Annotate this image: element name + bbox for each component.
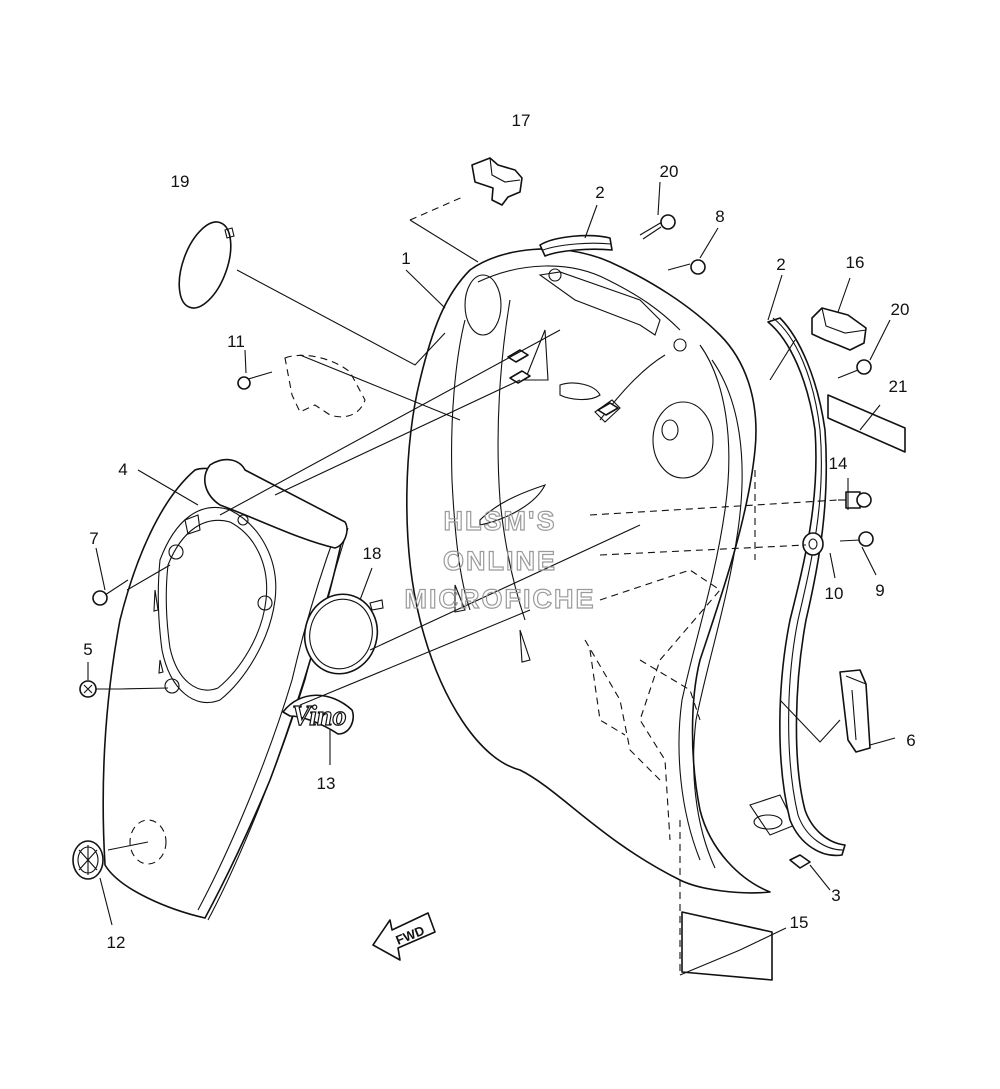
callout-7: 7 xyxy=(89,529,98,548)
emblem-part-12 xyxy=(72,840,104,880)
callout-1: 1 xyxy=(401,249,410,268)
seal-strip-part xyxy=(767,317,846,857)
watermark: HLSM'S ONLINE MICROFICHE xyxy=(404,505,596,614)
lens-ring-part-18 xyxy=(303,593,384,675)
callout-20-right: 20 xyxy=(891,300,910,319)
callout-2-right: 2 xyxy=(776,255,785,274)
screw-part-7 xyxy=(92,579,129,606)
callout-12: 12 xyxy=(107,933,126,952)
screw-part-9 xyxy=(839,531,874,547)
front-cover-panel-part xyxy=(102,458,349,921)
callout-20-upper: 20 xyxy=(660,162,679,181)
forward-direction-arrow: FWD xyxy=(372,912,436,961)
callout-4: 4 xyxy=(118,460,127,479)
upper-seal-part xyxy=(539,234,613,257)
leader-lines xyxy=(87,181,896,976)
bracket-part-17 xyxy=(471,157,523,206)
callout-8: 8 xyxy=(715,207,724,226)
watermark-line-1: HLSM'S xyxy=(444,506,557,536)
bolt-part-14 xyxy=(838,491,872,509)
label-part-15 xyxy=(681,911,773,981)
callout-17: 17 xyxy=(512,111,531,130)
callout-3: 3 xyxy=(831,886,840,905)
callout-2-upper: 2 xyxy=(595,183,604,202)
washer-part-10 xyxy=(802,532,824,556)
callout-9: 9 xyxy=(875,581,884,600)
callout-19: 19 xyxy=(171,172,190,191)
screw-part-8 xyxy=(667,259,706,275)
clip-part-16 xyxy=(811,307,867,351)
callout-21: 21 xyxy=(889,377,908,396)
strip-part-21 xyxy=(827,394,906,453)
callout-13: 13 xyxy=(317,774,336,793)
callout-10: 10 xyxy=(825,584,844,603)
callout-14: 14 xyxy=(829,454,848,473)
reflector-part-6 xyxy=(839,669,871,753)
watermark-line-3: MICROFICHE xyxy=(405,584,596,614)
watermark-line-2: ONLINE xyxy=(443,546,557,576)
screw-part-20-right xyxy=(837,359,872,379)
callout-16: 16 xyxy=(846,253,865,272)
callout-5: 5 xyxy=(83,640,92,659)
vino-emblem-part-13: Vino xyxy=(282,694,354,735)
callout-6: 6 xyxy=(906,731,915,750)
inner-duct-outline xyxy=(584,470,756,975)
callout-labels: 1 2 2 3 4 5 6 7 8 9 10 11 12 13 14 15 16… xyxy=(83,111,915,952)
callout-18: 18 xyxy=(363,544,382,563)
stay-bracket-part-11 xyxy=(237,354,366,418)
leg-shield-main-part xyxy=(406,248,796,894)
screw-part-5 xyxy=(79,680,120,698)
small-screws-inner xyxy=(507,349,619,416)
badge-text: Vino xyxy=(292,701,346,732)
screw-part-20-upper xyxy=(639,214,676,240)
cap-part-19 xyxy=(178,221,235,309)
nut-part-3 xyxy=(789,854,811,869)
callout-15: 15 xyxy=(790,913,809,932)
callout-11: 11 xyxy=(227,332,245,351)
